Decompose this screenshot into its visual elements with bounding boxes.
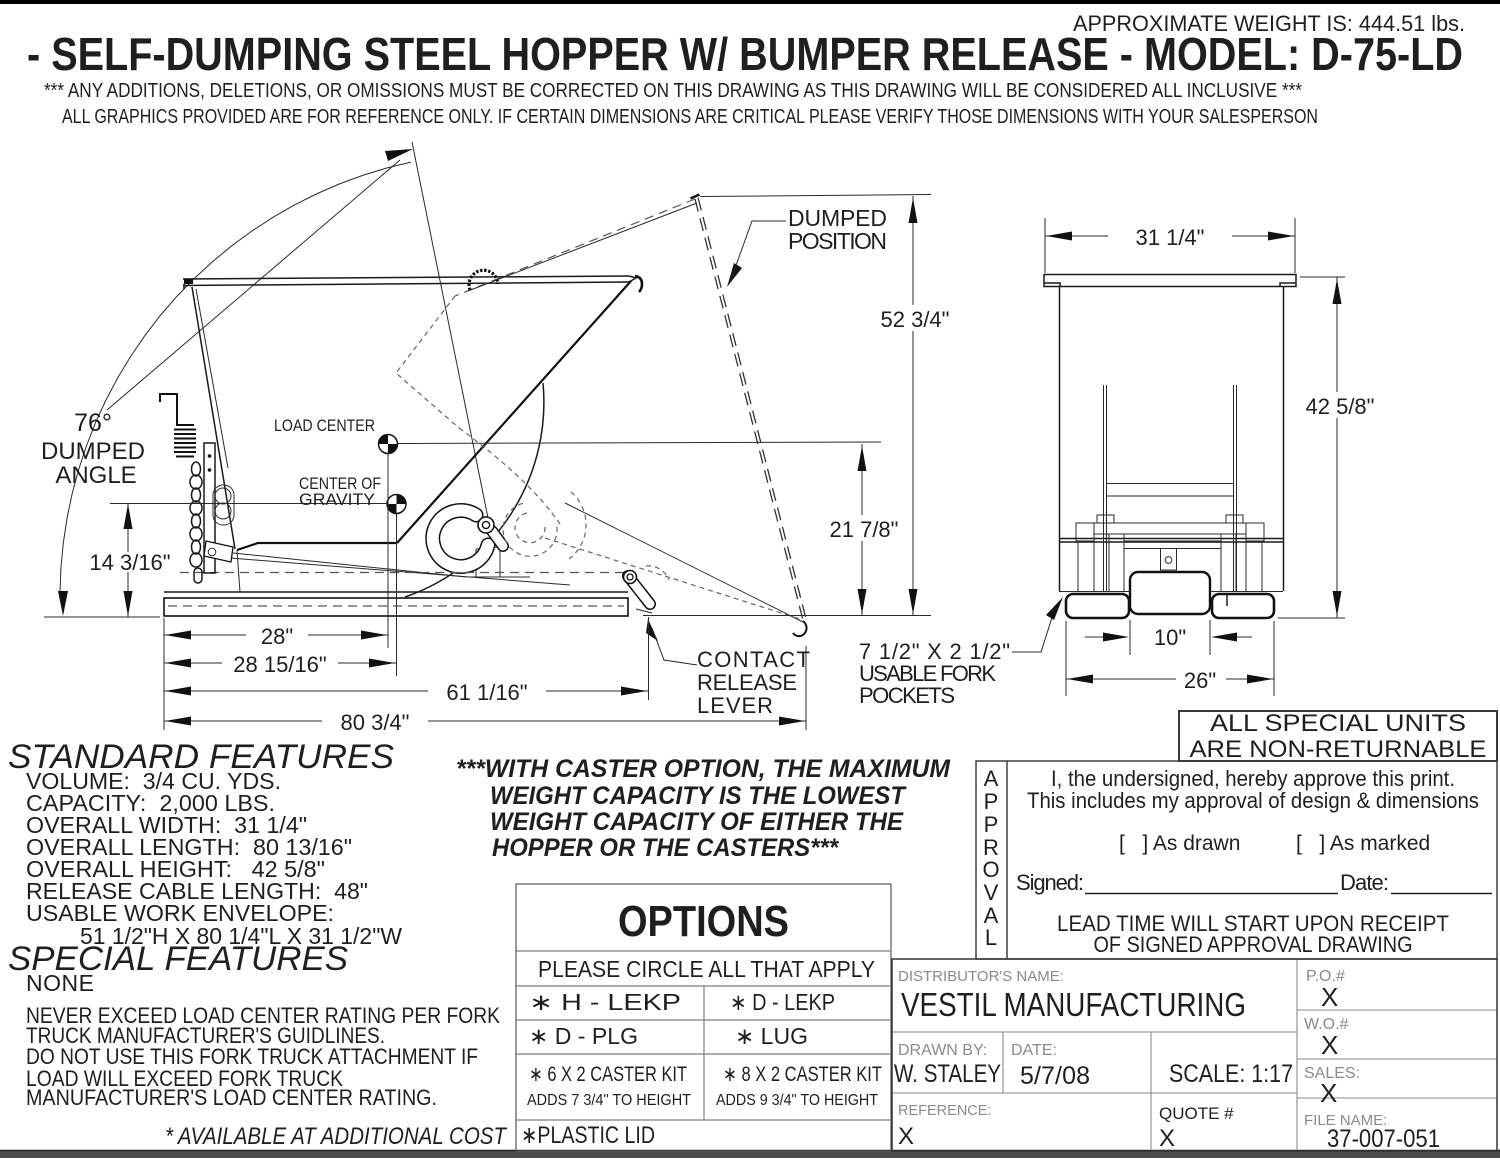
svg-text:ARE NON-RETURNABLE: ARE NON-RETURNABLE	[1190, 736, 1487, 763]
svg-text:DISTRIBUTOR'S NAME:: DISTRIBUTOR'S NAME:	[898, 968, 1064, 985]
svg-text:52 3/4": 52 3/4"	[881, 307, 950, 332]
svg-text:O: O	[982, 857, 999, 882]
svg-text:∗ D - PLG: ∗ D - PLG	[529, 1023, 638, 1049]
svg-text:OVERALL HEIGHT: 42 5/8": OVERALL HEIGHT: 42 5/8"	[26, 856, 325, 882]
svg-text:X: X	[1320, 1078, 1337, 1108]
svg-text:POSITION: POSITION	[788, 228, 887, 254]
svg-text:SPECIAL FEATURES: SPECIAL FEATURES	[8, 940, 348, 978]
svg-text:GRAVITY: GRAVITY	[299, 490, 375, 509]
svg-text:* AVAILABLE AT ADDITIONAL COST: * AVAILABLE AT ADDITIONAL COST	[165, 1123, 508, 1150]
svg-text:ANGLE: ANGLE	[55, 462, 136, 489]
svg-text:[ ] As drawn: [ ] As drawn	[1119, 832, 1240, 855]
svg-text:28": 28"	[261, 624, 293, 649]
svg-text:FILE NAME:: FILE NAME:	[1304, 1112, 1387, 1129]
svg-text:L: L	[985, 925, 997, 950]
svg-text:WEIGHT CAPACITY IS THE LOWEST: WEIGHT CAPACITY IS THE LOWEST	[490, 782, 908, 810]
svg-text:21 7/8": 21 7/8"	[830, 517, 899, 542]
svg-text:LEVER: LEVER	[697, 693, 773, 718]
svg-text:X: X	[898, 1123, 914, 1150]
svg-text:∗ 8 X 2 CASTER KIT: ∗ 8 X 2 CASTER KIT	[723, 1063, 882, 1086]
svg-text:TRUCK MANUFACTURER'S GUIDLINES: TRUCK MANUFACTURER'S GUIDLINES.	[26, 1023, 385, 1048]
svg-text:OVERALL WIDTH: 31 1/4": OVERALL WIDTH: 31 1/4"	[26, 812, 307, 838]
svg-text:X: X	[1159, 1125, 1175, 1152]
svg-text:USABLE FORK: USABLE FORK	[859, 661, 996, 686]
svg-text:28 15/16": 28 15/16"	[233, 652, 326, 677]
svg-text:RELEASE: RELEASE	[697, 670, 797, 695]
svg-text:NONE: NONE	[26, 970, 94, 996]
svg-text:37-007-051: 37-007-051	[1327, 1125, 1440, 1153]
svg-text:***WITH CASTER OPTION, THE MAX: ***WITH CASTER OPTION, THE MAXIMUM	[456, 755, 951, 783]
svg-text:10": 10"	[1154, 625, 1186, 650]
svg-text:WEIGHT CAPACITY OF EITHER THE: WEIGHT CAPACITY OF EITHER THE	[490, 808, 904, 836]
svg-text:APPROXIMATE WEIGHT IS: 444.51: APPROXIMATE WEIGHT IS: 444.51 lbs.	[1073, 11, 1465, 36]
svg-text:14 3/16": 14 3/16"	[89, 550, 170, 575]
svg-text:∗ H - LEKP: ∗ H - LEKP	[529, 989, 681, 1015]
svg-text:USABLE WORK ENVELOPE:: USABLE WORK ENVELOPE:	[26, 900, 334, 926]
svg-text:STANDARD FEATURES: STANDARD FEATURES	[8, 738, 394, 776]
svg-text:CAPACITY: 2,000 LBS.: CAPACITY: 2,000 LBS.	[26, 790, 275, 816]
svg-text:A: A	[984, 766, 999, 791]
svg-text:∗PLASTIC LID: ∗PLASTIC LID	[521, 1122, 655, 1149]
svg-text:80 3/4": 80 3/4"	[341, 710, 410, 735]
svg-text:P.O.#: P.O.#	[1306, 968, 1345, 985]
svg-text:∗ LUG: ∗ LUG	[735, 1023, 808, 1049]
svg-text:[ ] As marked: [ ] As marked	[1296, 832, 1430, 855]
svg-text:Signed:: Signed:	[1016, 870, 1084, 895]
svg-text:W. STALEY: W. STALEY	[894, 1060, 1001, 1088]
svg-text:ADDS 7 3/4" TO HEIGHT: ADDS 7 3/4" TO HEIGHT	[527, 1092, 691, 1109]
svg-text:ALL SPECIAL UNITS: ALL SPECIAL UNITS	[1210, 710, 1466, 737]
svg-text:∗ D - LEKP: ∗ D - LEKP	[730, 989, 835, 1015]
svg-text:SALES:: SALES:	[1304, 1065, 1360, 1082]
svg-text:DUMPED: DUMPED	[41, 438, 145, 465]
svg-text:SCALE: 1:17: SCALE: 1:17	[1169, 1060, 1293, 1088]
svg-text:HOPPER OR THE CASTERS***: HOPPER OR THE CASTERS***	[492, 834, 839, 862]
svg-text:DATE:: DATE:	[1011, 1042, 1057, 1059]
svg-text:26": 26"	[1184, 668, 1216, 693]
svg-text:P: P	[984, 812, 999, 837]
svg-text:OVERALL LENGTH: 80 13/16": OVERALL LENGTH: 80 13/16"	[26, 834, 352, 860]
svg-text:5/7/08: 5/7/08	[1020, 1062, 1090, 1090]
svg-text:DUMPED: DUMPED	[788, 205, 887, 231]
svg-text:42 5/8": 42 5/8"	[1306, 394, 1375, 419]
svg-text:VOLUME: 3/4 CU. YDS.: VOLUME: 3/4 CU. YDS.	[26, 768, 281, 794]
svg-text:POCKETS: POCKETS	[859, 683, 955, 708]
svg-text:76°: 76°	[74, 409, 112, 437]
svg-text:ADDS 9 3/4" TO HEIGHT: ADDS 9 3/4" TO HEIGHT	[716, 1092, 878, 1109]
svg-text:OF SIGNED APPROVAL DRAWING: OF SIGNED APPROVAL DRAWING	[1094, 932, 1413, 957]
svg-text:PLEASE CIRCLE ALL THAT APPLY: PLEASE CIRCLE ALL THAT APPLY	[538, 956, 875, 982]
svg-text:- SELF-DUMPING STEEL HOPPER W/: - SELF-DUMPING STEEL HOPPER W/ BUMPER RE…	[27, 28, 1463, 80]
svg-text:31 1/4": 31 1/4"	[1136, 225, 1205, 250]
svg-text:LOAD CENTER: LOAD CENTER	[274, 416, 375, 435]
svg-text:LEAD TIME WILL START UPON RECE: LEAD TIME WILL START UPON RECEIPT	[1057, 911, 1449, 936]
svg-text:61 1/16": 61 1/16"	[446, 680, 527, 705]
svg-text:V: V	[984, 880, 999, 905]
svg-text:P: P	[984, 789, 999, 814]
svg-text:QUOTE #: QUOTE #	[1159, 1104, 1234, 1123]
svg-text:CENTER OF: CENTER OF	[299, 474, 381, 493]
svg-text:DRAWN BY:: DRAWN BY:	[898, 1042, 987, 1059]
svg-text:7 1/2" X 2 1/2": 7 1/2" X 2 1/2"	[859, 639, 1010, 664]
svg-text:Date:: Date:	[1340, 870, 1389, 895]
svg-text:NEVER EXCEED LOAD CENTER RATIN: NEVER EXCEED LOAD CENTER RATING PER FORK	[26, 1003, 500, 1028]
svg-text:LOAD WILL EXCEED FORK TRUCK: LOAD WILL EXCEED FORK TRUCK	[26, 1066, 343, 1091]
svg-text:R: R	[983, 835, 999, 860]
svg-text:MANUFACTURER'S LOAD CENTER RAT: MANUFACTURER'S LOAD CENTER RATING.	[26, 1085, 437, 1110]
svg-text:DO NOT USE THIS FORK TRUCK ATT: DO NOT USE THIS FORK TRUCK ATTACHMENT IF	[26, 1044, 478, 1069]
svg-text:OPTIONS: OPTIONS	[618, 897, 789, 946]
svg-text:*** ANY ADDITIONS, DELETIONS,: *** ANY ADDITIONS, DELETIONS, OR OMISSIO…	[44, 80, 1302, 102]
svg-text:This includes my approval of d: This includes my approval of design & di…	[1027, 788, 1479, 813]
svg-text:REFERENCE:: REFERENCE:	[898, 1103, 991, 1119]
svg-text:RELEASE CABLE LENGTH: 48": RELEASE CABLE LENGTH: 48"	[26, 878, 368, 904]
svg-text:∗ 6 X 2 CASTER KIT: ∗ 6 X 2 CASTER KIT	[529, 1063, 687, 1086]
svg-text:VESTIL MANUFACTURING: VESTIL MANUFACTURING	[901, 986, 1246, 1023]
svg-text:I, the undersigned, hereby app: I, the undersigned, hereby approve this …	[1051, 766, 1455, 791]
svg-text:ALL GRAPHICS PROVIDED ARE FOR: ALL GRAPHICS PROVIDED ARE FOR REFERENCE …	[62, 106, 1318, 128]
svg-text:A: A	[984, 903, 999, 928]
svg-text:X: X	[1321, 1030, 1338, 1060]
svg-text:CONTACT: CONTACT	[697, 647, 810, 672]
svg-text:X: X	[1321, 982, 1338, 1012]
svg-text:51 1/2"H X 80 1/4"L X 31 1/2"W: 51 1/2"H X 80 1/4"L X 31 1/2"W	[80, 923, 402, 949]
svg-text:W.O.#: W.O.#	[1304, 1016, 1349, 1033]
